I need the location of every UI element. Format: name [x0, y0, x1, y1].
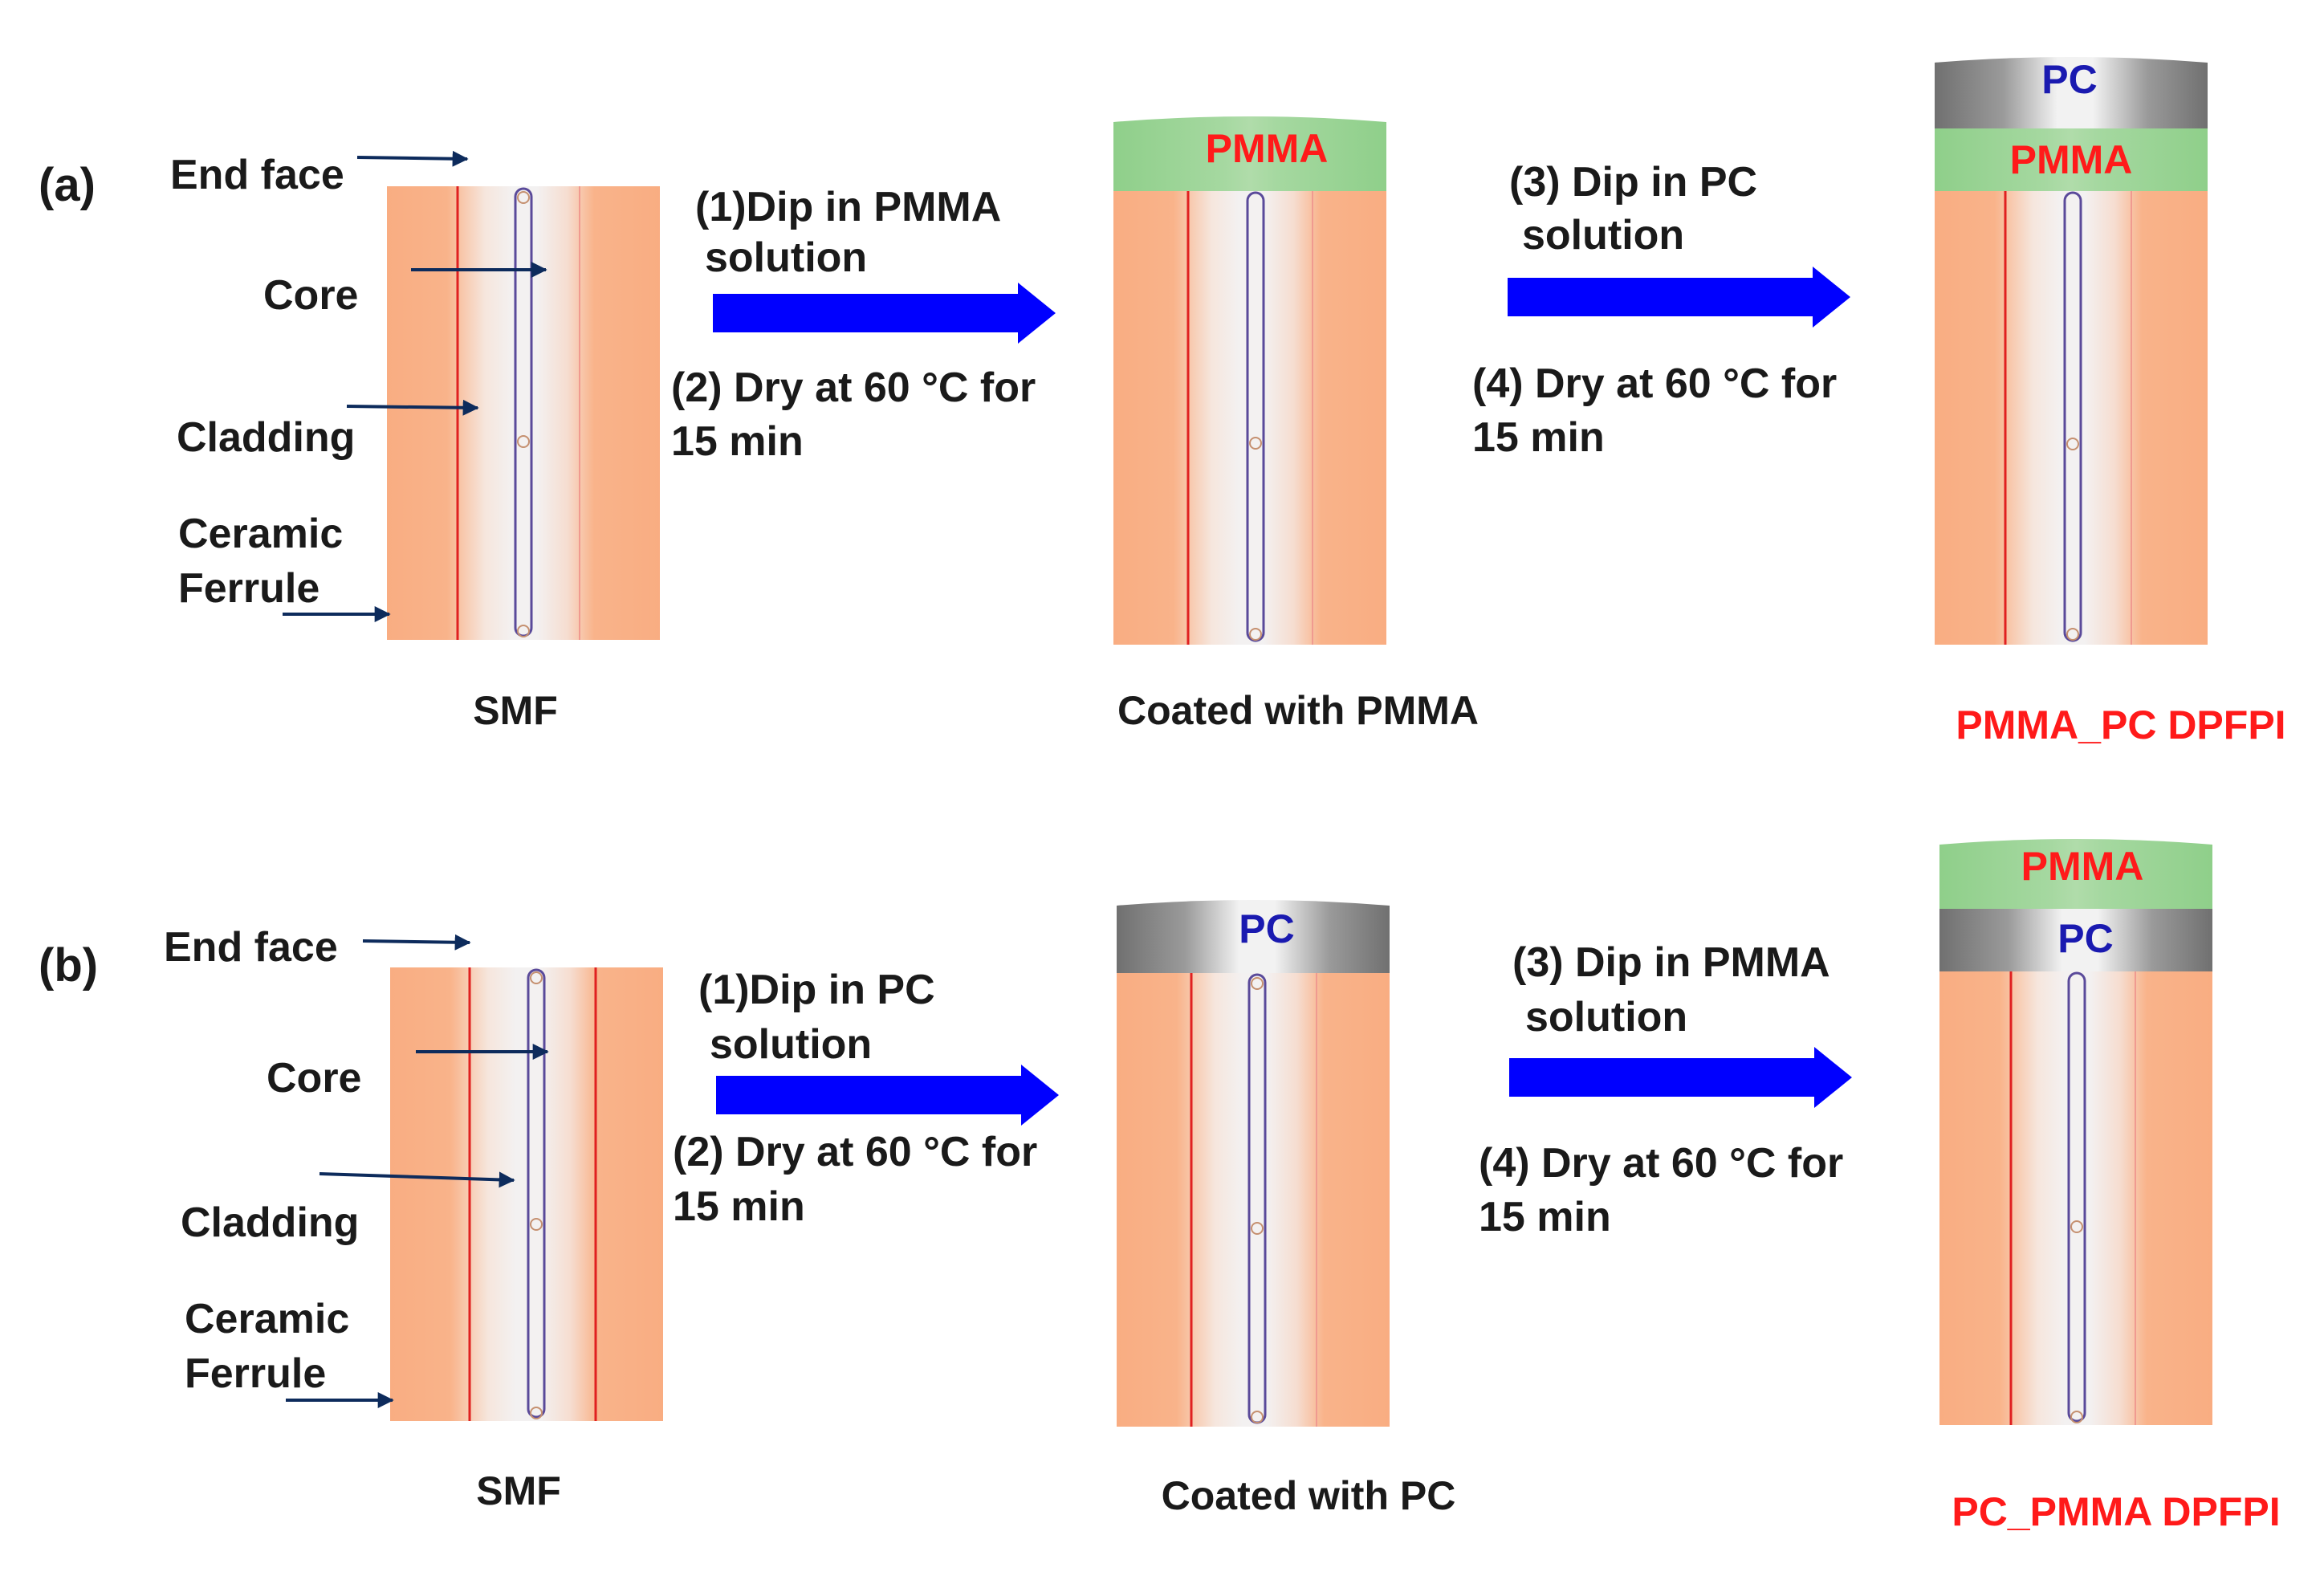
pc-layer-label: PC [2057, 916, 2113, 961]
ferrule-body [1113, 191, 1386, 645]
step4-line2: 15 min [1472, 414, 1605, 461]
panel-b: (b) End face Core Cladding Ceramic Ferru… [39, 839, 2281, 1534]
core-marker [530, 971, 543, 984]
process-arrow-1 [713, 283, 1056, 344]
core-marker [2066, 438, 2079, 450]
smf-ferrule-a [387, 186, 660, 640]
cladding-label: Cladding [177, 414, 355, 461]
step1-line1: (1)Dip in PMMA [695, 184, 1001, 230]
core-marker [2070, 1220, 2083, 1233]
step1-line2: solution [710, 1021, 872, 1068]
process-arrow-1 [716, 1065, 1059, 1126]
stage2-caption: Coated with PMMA [1117, 688, 1479, 733]
step3-line1: (3) Dip in PMMA [1512, 939, 1830, 986]
core-marker [517, 625, 530, 637]
stage2-caption: Coated with PC [1162, 1473, 1456, 1518]
step3-line2: solution [1522, 212, 1684, 259]
core-marker [2066, 628, 2079, 641]
fiber-core [527, 968, 546, 1419]
result-caption: PMMA_PC DPFPI [1956, 702, 2285, 747]
end-face-pointer [356, 150, 469, 167]
process-arrow-2 [1509, 1047, 1852, 1108]
pmma-layer [1939, 839, 2212, 909]
core-marker [2070, 1411, 2083, 1423]
core-marker [517, 435, 530, 448]
pmma-layer-label: PMMA [1206, 126, 1329, 171]
core-label: Core [263, 272, 358, 319]
step3-line1: (3) Dip in PC [1509, 159, 1757, 206]
core-marker [1251, 1411, 1264, 1423]
cladding-pointer [346, 399, 479, 416]
pmma-layer [1113, 116, 1386, 191]
coated-ferrule-a: PMMA [1113, 116, 1386, 645]
pc-layer [1117, 900, 1390, 973]
core-marker [1251, 1222, 1264, 1235]
panel-b-label: (b) [39, 939, 98, 992]
step4-line1: (4) Dry at 60 °C for [1479, 1140, 1843, 1187]
end-face-label: End face [170, 152, 344, 198]
result-caption: PC_PMMA DPFPI [1952, 1489, 2280, 1534]
step2-line2: 15 min [673, 1183, 805, 1230]
core-marker [530, 1407, 543, 1419]
pc-layer-label: PC [2041, 57, 2097, 102]
end-face-label: End face [164, 924, 338, 971]
step1-line2: solution [705, 234, 867, 281]
ferrule-body [387, 186, 660, 640]
pc-layer-label: PC [1239, 906, 1294, 951]
panel-a-label: (a) [39, 159, 96, 211]
step3-line2: solution [1525, 994, 1687, 1040]
core-marker [530, 1218, 543, 1231]
step4-line2: 15 min [1479, 1194, 1611, 1240]
ferrule-label: Ferrule [185, 1350, 326, 1397]
process-arrow-2 [1508, 267, 1850, 328]
cladding-label: Cladding [181, 1199, 359, 1246]
dpfpi-ferrule-b: PMMA PC [1939, 839, 2212, 1425]
end-face-pointer [362, 934, 471, 951]
dpfpi-ferrule-a: PC PMMA [1935, 57, 2208, 645]
panel-a: (a) End face Core Cladding Ceramic Ferru… [39, 57, 2286, 747]
ceramic-label: Ceramic [185, 1296, 349, 1342]
smf-ferrule-b [390, 967, 663, 1421]
pc-layer [1939, 909, 2212, 971]
core-marker [517, 191, 530, 204]
step2-line2: 15 min [671, 418, 804, 465]
ferrule-label: Ferrule [178, 565, 319, 612]
step4-line1: (4) Dry at 60 °C for [1472, 360, 1837, 407]
fiber-core [2067, 971, 2086, 1423]
core-marker [1251, 977, 1264, 990]
smf-caption: SMF [473, 688, 558, 733]
ferrule-body [390, 967, 663, 1421]
core-label: Core [267, 1055, 361, 1102]
smf-caption: SMF [476, 1468, 561, 1513]
coated-ferrule-b: PC [1117, 900, 1390, 1427]
core-marker [1249, 437, 1262, 450]
ceramic-label: Ceramic [178, 511, 343, 557]
pmma-layer-label: PMMA [2010, 137, 2133, 182]
ferrule-body [1117, 973, 1390, 1427]
cladding-pointer [319, 1171, 515, 1188]
pmma-layer [1935, 128, 2208, 191]
pc-layer [1935, 57, 2208, 128]
step2-line1: (2) Dry at 60 °C for [673, 1129, 1037, 1175]
pmma-layer-label: PMMA [2021, 844, 2144, 889]
ferrule-body [1935, 191, 2208, 645]
step2-line1: (2) Dry at 60 °C for [671, 364, 1036, 411]
core-marker [1249, 628, 1262, 641]
step1-line1: (1)Dip in PC [698, 967, 935, 1013]
ferrule-body [1939, 971, 2212, 1425]
